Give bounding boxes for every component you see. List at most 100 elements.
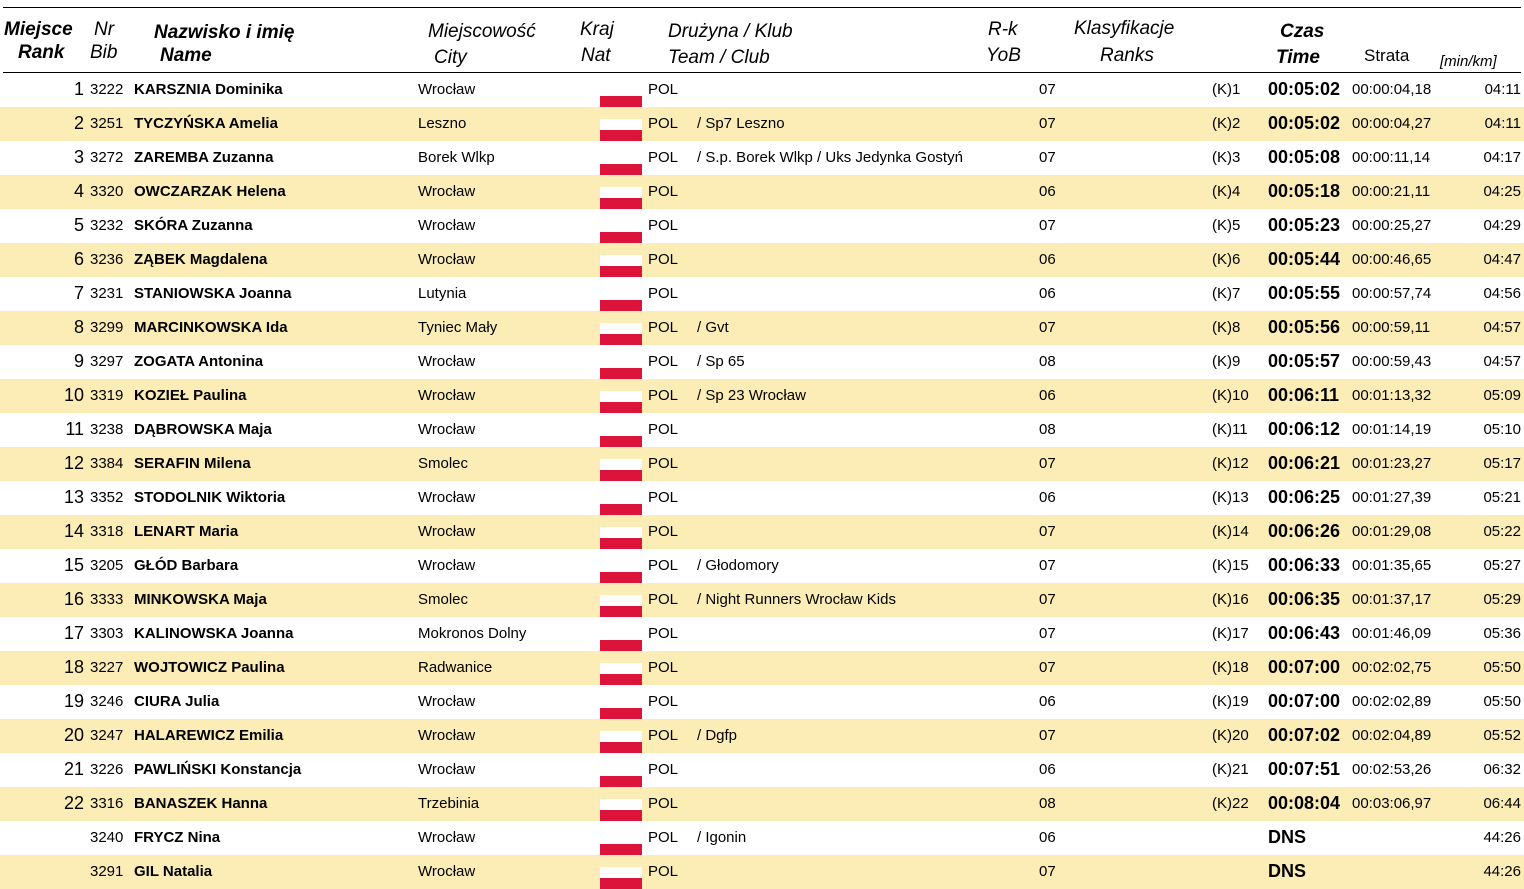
cell-name: LENART Maria (134, 523, 239, 540)
poland-flag-icon (600, 833, 642, 855)
cell-nat: POL (648, 455, 679, 472)
cell-bib: 3318 (90, 523, 124, 540)
cell-cls: (K)15 (1212, 557, 1249, 574)
cell-time: 00:06:11 (1268, 385, 1340, 405)
cell-yob: 07 (1039, 81, 1056, 98)
cell-name: STANIOWSKA Joanna (134, 285, 292, 302)
cell-nat: POL (648, 81, 679, 98)
header-top-rule (3, 7, 1521, 8)
cell-rank: 13 (63, 487, 84, 507)
cell-rank: 12 (63, 453, 84, 473)
cell-bib: 3303 (90, 625, 124, 642)
cell-team: / Igonin (697, 829, 747, 846)
cell-nat: POL (648, 217, 679, 234)
cell-pace: 04:47 (1483, 251, 1521, 268)
cell-pace: 05:21 (1483, 489, 1521, 506)
cell-city: Wrocław (418, 217, 476, 234)
header-city-en: City (434, 47, 467, 68)
cell-yob: 07 (1039, 727, 1056, 744)
cell-nat: POL (648, 863, 679, 880)
cell-city: Smolec (418, 591, 469, 608)
cell-gap: 00:00:25,27 (1352, 217, 1432, 234)
cell-rank: 6 (73, 249, 84, 269)
cell-time: 00:05:02 (1268, 113, 1341, 133)
cell-name: MARCINKOWSKA Ida (134, 319, 288, 336)
cell-pace: 05:29 (1483, 591, 1521, 608)
cell-city: Wrocław (418, 183, 476, 200)
cell-gap: 00:01:35,65 (1352, 557, 1432, 574)
cell-bib: 3291 (90, 863, 124, 880)
cell-team: / Dgfp (697, 727, 738, 744)
cell-yob: 06 (1039, 829, 1056, 846)
cell-city: Wrocław (418, 829, 476, 846)
cell-gap: 00:02:53,26 (1352, 761, 1432, 778)
cell-nat: POL (648, 285, 679, 302)
cell-team: / S.p. Borek Wlkp / Uks Jedynka Gostyń (697, 149, 963, 166)
poland-flag-icon (600, 561, 642, 583)
cell-time: DNS (1268, 827, 1307, 847)
cell-time: 00:06:35 (1268, 589, 1341, 609)
poland-flag-icon (600, 357, 642, 379)
cell-gap: 00:02:02,89 (1352, 693, 1432, 710)
cell-bib: 3205 (90, 557, 124, 574)
cell-gap: 00:00:04,18 (1352, 81, 1432, 98)
cell-name: KOZIEŁ Paulina (134, 387, 247, 404)
cell-yob: 06 (1039, 285, 1056, 302)
cell-team: / Night Runners Wrocław Kids (697, 591, 896, 608)
cell-yob: 07 (1039, 319, 1056, 336)
poland-flag-icon (600, 867, 642, 889)
cell-bib: 3232 (90, 217, 124, 234)
cell-yob: 07 (1039, 115, 1056, 132)
cell-time: 00:07:00 (1268, 691, 1341, 711)
cell-city: Wrocław (418, 523, 476, 540)
cell-rank: 3 (73, 147, 84, 167)
header-pace: [min/km] (1440, 53, 1497, 70)
cell-name: CIURA Julia (134, 693, 220, 710)
cell-yob: 06 (1039, 489, 1056, 506)
cell-gap: 00:01:27,39 (1352, 489, 1432, 506)
cell-nat: POL (648, 489, 679, 506)
cell-cls: (K)11 (1212, 421, 1248, 438)
cell-yob: 06 (1039, 183, 1056, 200)
cell-pace: 05:17 (1483, 455, 1521, 472)
cell-bib: 3316 (90, 795, 124, 812)
cell-gap: 00:03:06,97 (1352, 795, 1432, 812)
cell-pace: 44:26 (1483, 829, 1521, 846)
cell-time: DNS (1268, 861, 1307, 881)
header-bottom-rule (3, 72, 1521, 73)
cell-rank: 11 (65, 419, 84, 439)
cell-yob: 07 (1039, 523, 1056, 540)
cell-name: WOJTOWICZ Paulina (134, 659, 285, 676)
cell-gap: 00:01:29,08 (1352, 523, 1432, 540)
poland-flag-icon (600, 493, 642, 515)
cell-cls: (K)8 (1212, 319, 1241, 336)
cell-gap: 00:02:04,89 (1352, 727, 1432, 744)
cell-yob: 07 (1039, 149, 1056, 166)
cell-name: GIL Natalia (134, 863, 213, 880)
cell-rank: 21 (63, 759, 84, 779)
cell-city: Tyniec Mały (418, 319, 498, 336)
cell-nat: POL (648, 149, 679, 166)
cell-bib: 3246 (90, 693, 124, 710)
cell-time: 00:05:55 (1268, 283, 1341, 303)
cell-time: 00:05:44 (1268, 249, 1341, 269)
cell-name: ZOGATA Antonina (134, 353, 264, 370)
cell-pace: 04:11 (1484, 81, 1521, 98)
table-header: Miejsce Rank Nr Bib Nazwisko i imię Name… (0, 0, 1524, 73)
cell-bib: 3319 (90, 387, 124, 404)
cell-bib: 3231 (90, 285, 124, 302)
cell-time: 00:06:25 (1268, 487, 1341, 507)
cell-pace: 04:29 (1483, 217, 1521, 234)
cell-name: TYCZYŃSKA Amelia (134, 115, 278, 132)
cell-nat: POL (648, 557, 679, 574)
cell-city: Mokronos Dolny (418, 625, 527, 642)
